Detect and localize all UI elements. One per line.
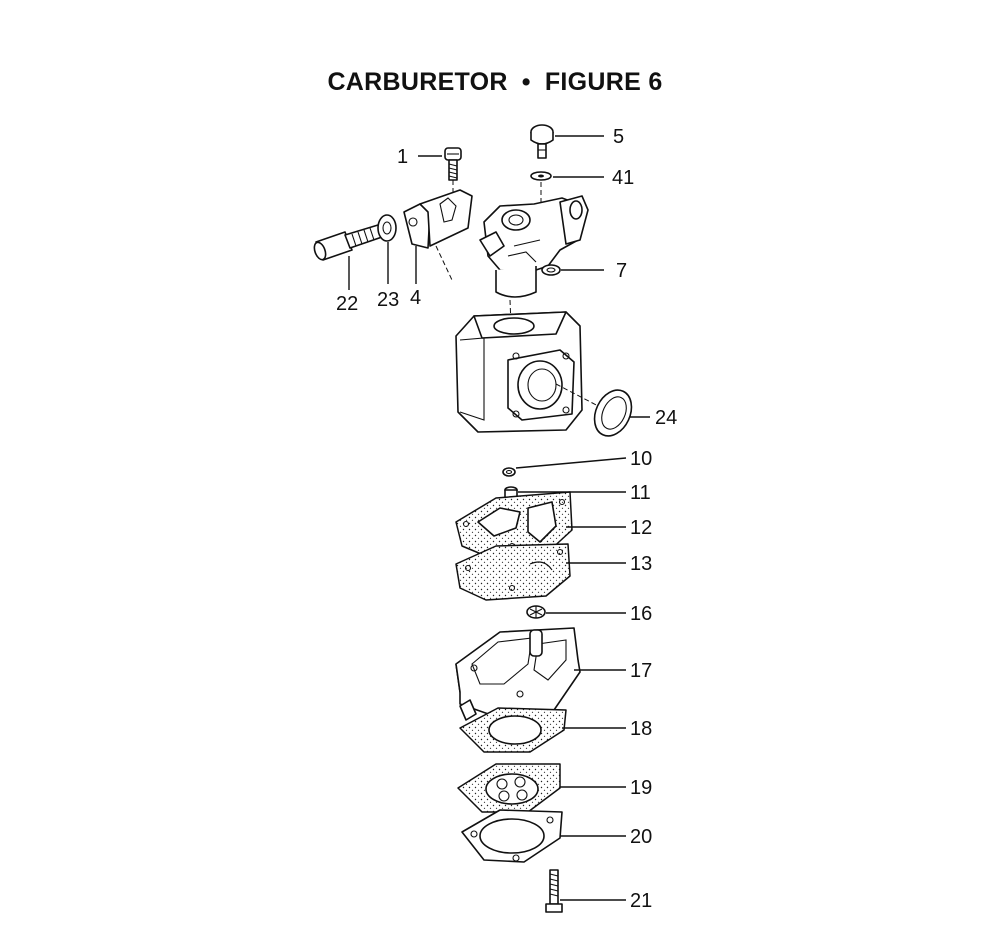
- part-23-nut: [377, 214, 397, 242]
- part-21-bolt: [545, 869, 563, 913]
- part-20-cover: [461, 809, 563, 863]
- callout-41: 41: [612, 167, 634, 189]
- part-18-gasket: [459, 707, 567, 753]
- callout-16: 16: [630, 603, 652, 625]
- part-17-pump-cover: [455, 627, 581, 721]
- callout-18: 18: [630, 718, 652, 740]
- part-4-bracket: [403, 189, 473, 281]
- callout-21: 21: [630, 890, 652, 912]
- callout-5: 5: [613, 126, 624, 148]
- title-part-name: CARBURETOR: [327, 68, 508, 96]
- figure-title: CARBURETOR • FIGURE 6: [0, 68, 990, 97]
- part-7-clip: [541, 264, 561, 276]
- callout-11: 11: [630, 482, 651, 504]
- part-11-check-valve: [504, 486, 518, 501]
- part-19-metering-diaphragm: [457, 763, 561, 813]
- title-figure-number: FIGURE 6: [544, 68, 663, 96]
- part-41-washer: [530, 171, 552, 215]
- part-5-screw: [530, 124, 554, 159]
- part-16-screen: [526, 605, 546, 619]
- callout-19: 19: [630, 777, 652, 799]
- callout-20: 20: [630, 826, 652, 848]
- part-13-diaphragm: [455, 543, 571, 601]
- callout-7: 7: [616, 260, 627, 282]
- leader-lines: [348, 135, 650, 901]
- part-22-adjust-screw: [313, 224, 383, 261]
- callout-1: 1: [397, 146, 408, 168]
- callout-labels: 1 5 41 7 22 23 4 24 10 11 12 13 16 17 18…: [336, 126, 677, 912]
- carburetor-body: [455, 311, 603, 433]
- callout-17: 17: [630, 660, 652, 682]
- part-24-ring-gasket: [593, 389, 633, 437]
- part-10-oring: [502, 467, 516, 477]
- callout-24: 24: [655, 407, 677, 429]
- callout-4: 4: [410, 287, 421, 309]
- callout-12: 12: [630, 517, 652, 539]
- callout-22: 22: [336, 293, 358, 315]
- callout-13: 13: [630, 553, 652, 575]
- title-separator: •: [521, 68, 531, 96]
- part-12-gasket: [455, 491, 573, 557]
- callout-10: 10: [630, 448, 652, 470]
- callout-23: 23: [377, 289, 399, 311]
- throttle-lever-body: [479, 195, 589, 351]
